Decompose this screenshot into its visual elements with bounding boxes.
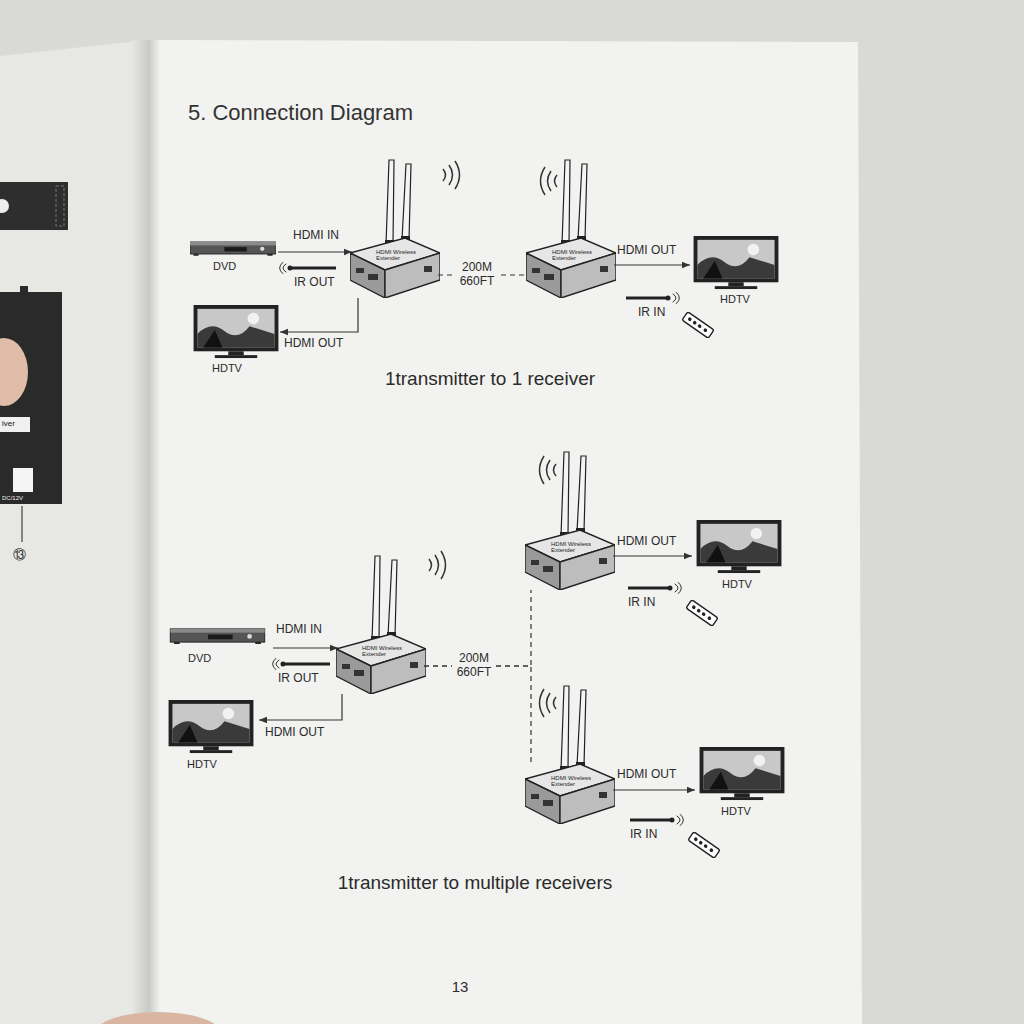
signal-label: IR IN xyxy=(630,828,670,842)
connection-label: HDMI IN xyxy=(276,623,336,637)
device-name: HDTV xyxy=(720,293,760,306)
device-name: HDTV xyxy=(722,578,762,591)
hdmi-cable xyxy=(613,555,692,556)
hdmi-cable xyxy=(278,251,352,252)
hdtv: HDTV xyxy=(690,235,782,307)
diagram-title: 5. Connection Diagram xyxy=(188,100,588,125)
connection-label: 200M 660FT xyxy=(455,261,499,289)
signal-label: IR OUT xyxy=(278,672,338,686)
device-illustrations xyxy=(169,160,785,824)
hdmi-cable xyxy=(259,694,342,720)
device-name: DVD xyxy=(188,652,228,665)
callout-number: ⑬ xyxy=(13,548,33,563)
figure-caption: 1transmitter to 1 receiver xyxy=(300,368,680,390)
connection-label: HDMI OUT xyxy=(265,726,337,740)
transmitter: HDMI Wireless Extender xyxy=(352,240,438,298)
signal-label: IR IN xyxy=(628,596,668,610)
hdmi-cable xyxy=(280,298,358,332)
device-label: HDMI Wireless Extender xyxy=(551,541,591,554)
device-label: HDMI Wireless Extender xyxy=(376,249,416,262)
connection-label: HDMI OUT xyxy=(617,768,689,782)
transmitter: HDMI Wireless Extender xyxy=(338,636,424,694)
connection-label: HDMI OUT xyxy=(617,244,689,258)
port-label: DC/12V xyxy=(2,495,42,502)
hdtv: HDTV xyxy=(190,304,280,376)
connection-label: HDMI OUT xyxy=(617,535,689,549)
book-pages xyxy=(0,40,862,1024)
receiver: HDMI Wireless Extender xyxy=(527,532,613,590)
device-name: HDTV xyxy=(212,362,252,375)
hdmi-cable xyxy=(614,264,690,265)
device-label: HDMI Wireless Extender xyxy=(551,775,591,788)
ir-cables xyxy=(273,262,720,858)
dvd-player: DVD xyxy=(163,624,273,668)
connection-label: HDMI OUT xyxy=(284,337,356,351)
figure-caption: 1transmitter to multiple receivers xyxy=(250,872,700,894)
device-name: HDTV xyxy=(721,805,761,818)
signal-label: IR IN xyxy=(638,306,678,320)
part-label: iver xyxy=(2,419,30,428)
hdtv: HDTV xyxy=(692,518,786,594)
wireless-waves xyxy=(429,161,557,717)
connection-label: 200M 660FT xyxy=(452,652,496,680)
dvd-player: DVD xyxy=(188,236,278,280)
hdmi-cable xyxy=(613,789,695,790)
hdtv: HDTV xyxy=(163,698,259,774)
connection-label: HDMI IN xyxy=(293,229,353,243)
receiver: HDMI Wireless Extender xyxy=(528,240,614,298)
left-page-figure xyxy=(0,182,222,1024)
device-label: HDMI Wireless Extender xyxy=(362,645,402,658)
signal-label: IR OUT xyxy=(294,276,354,290)
hdmi-cable xyxy=(273,647,338,648)
wireless-link xyxy=(424,666,531,766)
page-number: 13 xyxy=(440,978,480,995)
hdtv: HDTV xyxy=(695,745,789,821)
device-name: DVD xyxy=(213,260,253,273)
receiver: HDMI Wireless Extender xyxy=(527,766,613,824)
device-name: HDTV xyxy=(187,758,227,771)
device-label: HDMI Wireless Extender xyxy=(552,249,592,262)
